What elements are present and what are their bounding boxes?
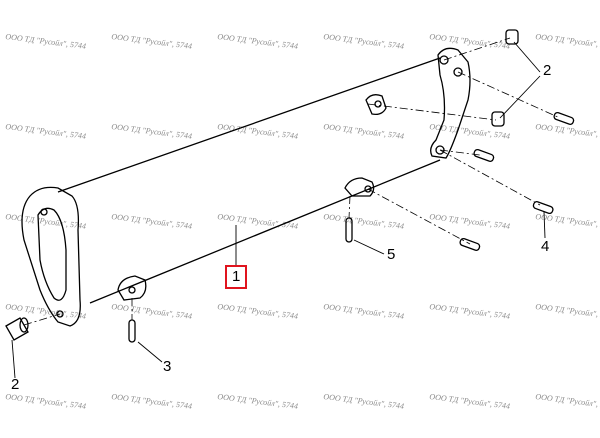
boss-3 [117,275,147,301]
bushing-left [5,317,29,341]
boss-5 [344,177,375,197]
bushing-right-mid [491,111,505,127]
tube-top-edge [57,57,441,193]
pin-3 [128,319,136,343]
pin-5 [345,217,353,243]
tube-bottom-edge [89,159,441,304]
callout-part-3: 3 [163,358,172,375]
callout-part-5: 5 [387,246,396,263]
right-bracket [430,47,471,159]
pin-4 [532,201,554,215]
left-flange-inner [37,207,67,301]
callout-part-2-left: 2 [11,376,20,393]
callout-part-2-right: 2 [543,62,552,79]
bushing-right-top [505,29,519,45]
callout-part-1: 1 [225,265,248,289]
callout-part-4: 4 [541,238,550,255]
left-flange [21,186,81,327]
